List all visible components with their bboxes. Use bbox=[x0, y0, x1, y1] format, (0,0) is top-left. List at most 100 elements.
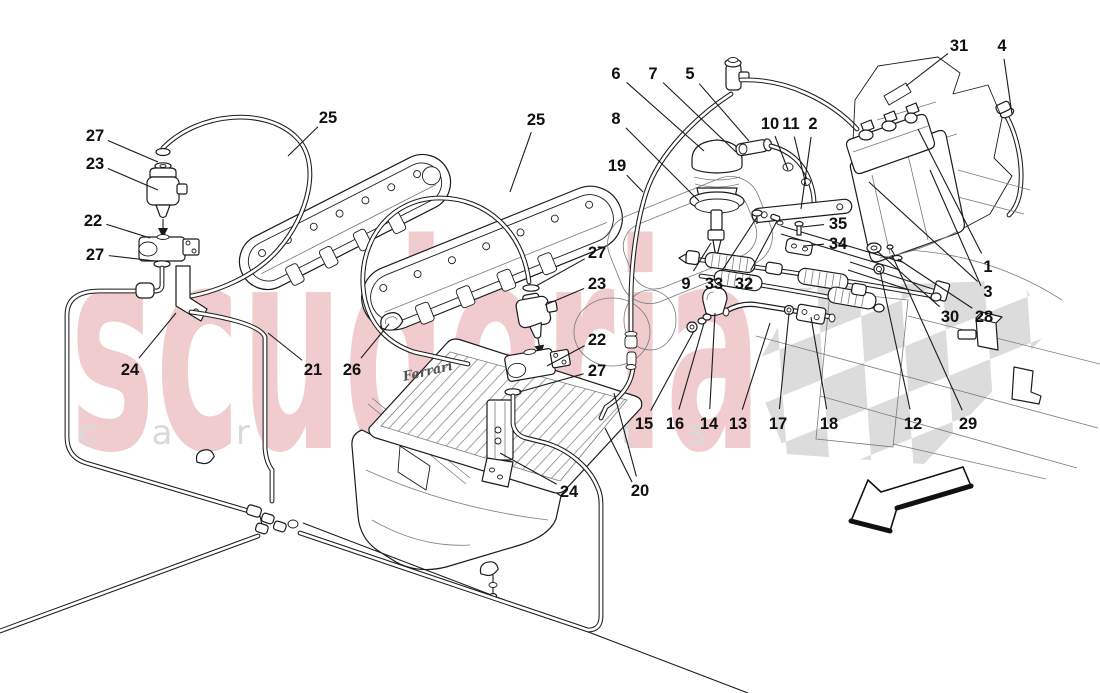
leader-line bbox=[879, 270, 911, 410]
leader-line bbox=[107, 168, 159, 191]
leader-line bbox=[106, 223, 151, 239]
hose-clamp-26 bbox=[380, 312, 404, 331]
callout-number-14: 14 bbox=[700, 415, 719, 433]
leader-line bbox=[692, 242, 712, 272]
leader-line bbox=[626, 81, 705, 152]
callout-number-15: 15 bbox=[635, 415, 653, 433]
callout-number-10: 10 bbox=[761, 115, 779, 133]
leader-line bbox=[778, 312, 790, 410]
hose-19 bbox=[601, 94, 731, 418]
leader-line bbox=[267, 332, 303, 361]
leader-line bbox=[360, 323, 390, 359]
leader-line bbox=[107, 140, 159, 163]
canister-lid bbox=[845, 113, 936, 175]
watermark-letter: a bbox=[152, 413, 173, 453]
leader-line bbox=[897, 258, 973, 309]
callout-number-22: 22 bbox=[588, 331, 606, 349]
leader-line bbox=[546, 345, 585, 367]
callout-number-28: 28 bbox=[975, 308, 993, 326]
callout-number-31: 31 bbox=[950, 37, 968, 55]
plenum-outline bbox=[623, 289, 677, 351]
callout-number-12: 12 bbox=[904, 415, 922, 433]
callout-number-13: 13 bbox=[729, 415, 747, 433]
hardware-cluster bbox=[751, 209, 813, 257]
bracket-18 bbox=[795, 303, 827, 325]
leader-line bbox=[626, 174, 644, 193]
leader-line bbox=[650, 330, 695, 411]
callout-number-20: 20 bbox=[631, 482, 649, 500]
callout-number-6: 6 bbox=[611, 65, 620, 83]
direction-arrow bbox=[848, 466, 974, 534]
bracket-24-center bbox=[481, 399, 514, 488]
leader-line bbox=[929, 169, 982, 287]
leader-line bbox=[625, 127, 700, 202]
callout-number-19: 19 bbox=[608, 157, 626, 175]
callout-number-33: 33 bbox=[705, 275, 723, 293]
l-bracket-right bbox=[1011, 366, 1042, 405]
antievaporation-valve bbox=[689, 57, 773, 254]
callout-number-23: 23 bbox=[588, 275, 606, 293]
callout-number-26: 26 bbox=[343, 361, 361, 379]
t-fitting-cluster bbox=[245, 504, 299, 535]
cam-cover-left bbox=[238, 153, 452, 291]
watermark-letter: r bbox=[236, 413, 250, 453]
watermark-letter: c bbox=[79, 413, 98, 453]
pipe-clamp-screw-bottom bbox=[479, 561, 499, 600]
callout-number-27: 27 bbox=[588, 362, 606, 380]
leader-line bbox=[613, 392, 637, 477]
leader-line bbox=[662, 82, 737, 153]
clamp-block-right bbox=[957, 311, 1003, 351]
leader-line bbox=[287, 126, 319, 157]
callout-number-23: 23 bbox=[86, 155, 104, 173]
callout-number-24: 24 bbox=[121, 361, 140, 379]
chassis-faint-lines bbox=[755, 249, 1100, 480]
leader-line bbox=[604, 427, 633, 483]
callout-number-30: 30 bbox=[941, 308, 959, 326]
watermark-letter: s bbox=[689, 413, 707, 453]
callout-number-34: 34 bbox=[829, 235, 848, 253]
callout-number-8: 8 bbox=[611, 110, 620, 128]
fuel-hose-lower bbox=[701, 269, 885, 313]
callout-number-29: 29 bbox=[959, 415, 977, 433]
leader-line bbox=[698, 83, 750, 142]
solenoid-valve-left bbox=[138, 147, 208, 322]
leader-line bbox=[774, 135, 789, 171]
leader-line bbox=[678, 322, 705, 410]
leader-line bbox=[544, 287, 585, 306]
callout-number-22: 22 bbox=[84, 212, 102, 230]
leader-line bbox=[741, 322, 771, 410]
leader-line bbox=[802, 243, 825, 247]
cam-cover-right bbox=[361, 176, 773, 367]
leader-line bbox=[709, 312, 716, 410]
callout-number-24: 24 bbox=[560, 483, 579, 501]
leader-line bbox=[518, 373, 584, 393]
callout-number-18: 18 bbox=[820, 415, 838, 433]
callout-number-27: 27 bbox=[86, 246, 104, 264]
callout-number-16: 16 bbox=[666, 415, 684, 433]
leader-line bbox=[108, 255, 156, 262]
leader-line bbox=[509, 132, 532, 193]
leader-line bbox=[891, 254, 963, 411]
leader-line bbox=[138, 312, 177, 359]
callout-number-25: 25 bbox=[319, 109, 337, 127]
leader-line bbox=[868, 181, 979, 282]
leader-line bbox=[876, 250, 940, 308]
pipe-clip-left bbox=[195, 449, 215, 465]
callout-leader-lines bbox=[106, 53, 1013, 485]
pipe-left-run bbox=[67, 268, 252, 512]
leader-line bbox=[917, 128, 983, 254]
leader-line bbox=[499, 452, 558, 485]
leader-line bbox=[801, 223, 825, 228]
leader-line bbox=[800, 136, 812, 210]
callout-number-11: 11 bbox=[782, 115, 799, 133]
callout-number-5: 5 bbox=[685, 65, 694, 83]
leader-line bbox=[750, 220, 778, 271]
callout-number-27: 27 bbox=[588, 244, 606, 262]
callout-number-1: 1 bbox=[983, 258, 992, 276]
fuel-hose-upper bbox=[678, 250, 942, 302]
callout-number-27: 27 bbox=[86, 127, 104, 145]
leader-line bbox=[1003, 58, 1013, 115]
callout-number-32: 32 bbox=[735, 275, 753, 293]
